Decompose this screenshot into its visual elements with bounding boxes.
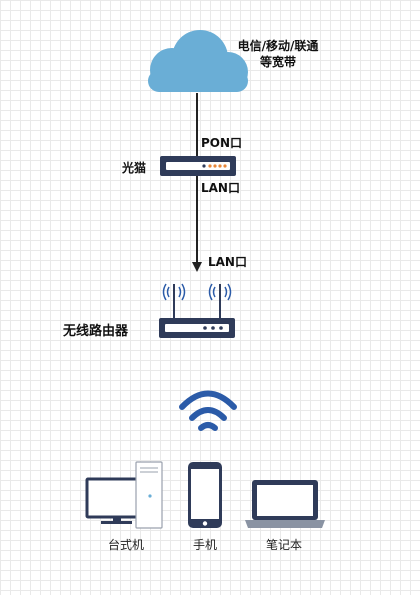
cloud-icon bbox=[148, 30, 248, 92]
phone-label: 手机 bbox=[192, 538, 217, 552]
desktop-label: 台式机 bbox=[107, 538, 144, 552]
router-antenna-right-icon bbox=[208, 283, 232, 318]
modem-icon bbox=[160, 156, 236, 176]
phone-icon bbox=[188, 462, 222, 528]
pon-port-label: PON口 bbox=[201, 136, 243, 150]
router-label: 无线路由器 bbox=[63, 324, 129, 339]
wifi-icon bbox=[179, 390, 237, 431]
router-icon bbox=[159, 318, 235, 338]
router-antenna-left-icon bbox=[162, 283, 186, 318]
modem-lan-port-label: LAN口 bbox=[201, 181, 240, 195]
isp-label-line2: 等宽带 bbox=[259, 55, 296, 69]
isp-label-line1: 电信/移动/联通 bbox=[237, 39, 319, 53]
isp-label: 电信/移动/联通 等宽带 bbox=[228, 38, 328, 70]
laptop-icon bbox=[245, 480, 325, 528]
router-lan-port-label: LAN口 bbox=[208, 255, 247, 269]
modem-label: 光猫 bbox=[122, 161, 147, 175]
laptop-label: 笔记本 bbox=[265, 538, 302, 552]
desktop-computer-icon bbox=[85, 461, 163, 529]
